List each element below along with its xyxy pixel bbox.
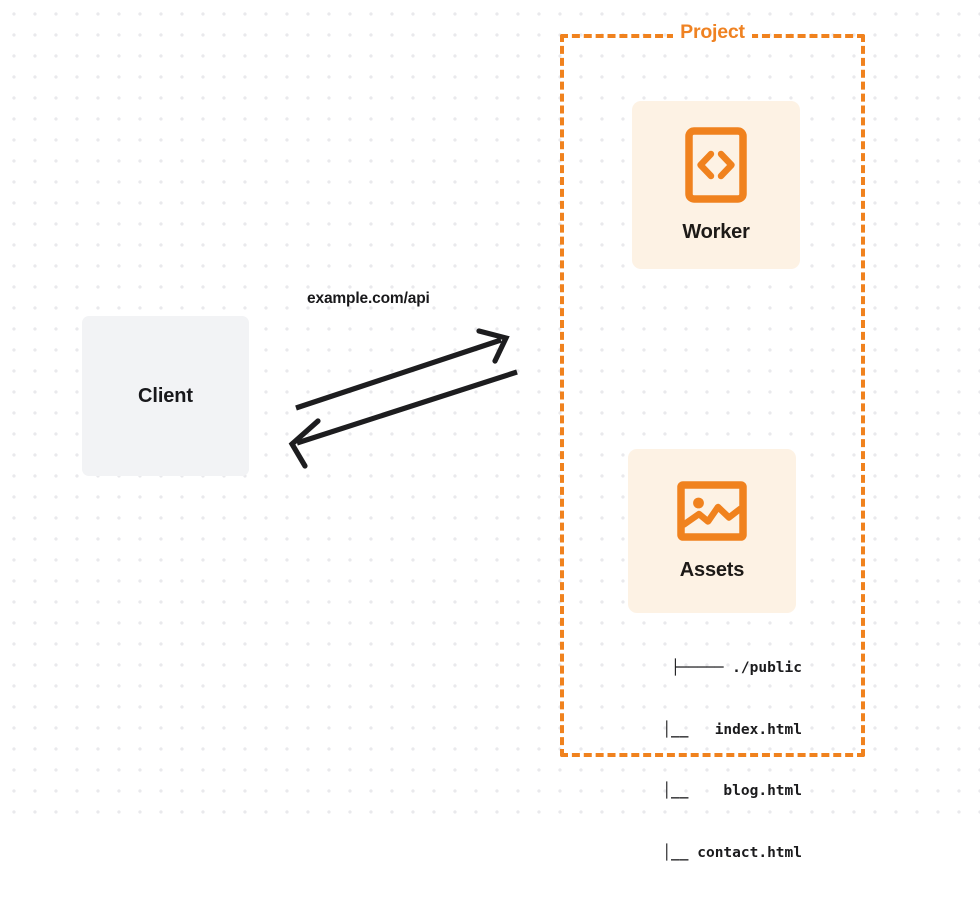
file-tree-row: ├───── ./public <box>671 660 802 676</box>
file-tree-row: │__ index.html <box>662 721 802 738</box>
client-node-label: Client <box>138 384 193 407</box>
request-arrow <box>295 328 510 411</box>
project-title: Project <box>560 21 865 44</box>
assets-card[interactable]: Assets <box>628 449 796 613</box>
file-tree-row: │__ contact.html <box>662 844 802 861</box>
worker-card[interactable]: Worker <box>632 101 800 269</box>
diagram-canvas: Client example.com/api Project Worker <box>0 0 980 861</box>
asset-file-tree: ├───── ./public │__ index.html │__ blog.… <box>600 617 802 904</box>
response-arrow <box>288 369 518 469</box>
project-title-text: Project <box>673 21 752 43</box>
request-url-label: example.com/api <box>307 290 430 307</box>
client-node[interactable]: Client <box>82 316 249 476</box>
worker-card-label: Worker <box>682 220 750 243</box>
file-tree-row: │__ blog.html <box>662 783 802 799</box>
code-brackets-icon <box>685 126 747 203</box>
assets-card-label: Assets <box>679 558 745 581</box>
image-icon <box>677 480 747 541</box>
